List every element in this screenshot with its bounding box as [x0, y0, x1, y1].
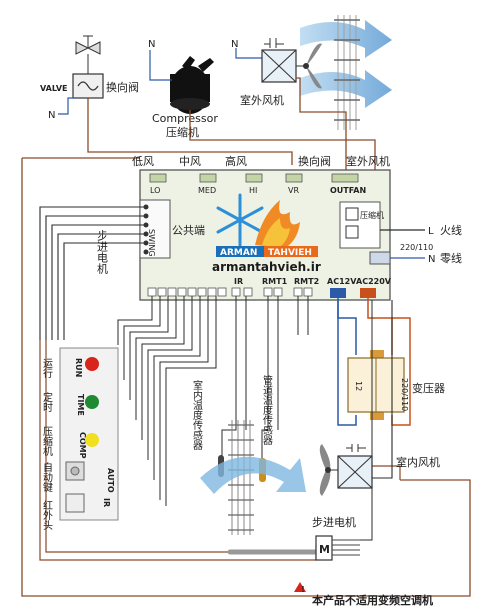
panel-auto: AUTO	[106, 468, 115, 493]
board-med: MED	[198, 186, 216, 195]
panel-run: RUN	[74, 358, 83, 377]
board-ir: IR	[234, 277, 243, 286]
outdoor-fan-neutral: N	[231, 39, 238, 50]
transformer-name: 变压器	[412, 381, 445, 395]
board-relay-label: 压缩机	[360, 210, 384, 220]
outdoor-fan-name: 室外风机	[240, 93, 284, 107]
power-neutral: N	[428, 254, 435, 265]
watermark-url: armantahvieh.ir	[212, 260, 321, 274]
room-sensor-label: 室内温度传感器	[191, 379, 203, 451]
top-wires	[21, 77, 471, 597]
panel-ir: IR	[102, 498, 111, 507]
power-live: L	[428, 226, 434, 237]
svg-text:!: !	[301, 585, 305, 594]
top-label-high: 高风	[225, 154, 247, 168]
panel-time: TIME	[76, 394, 85, 416]
board-rmt1: RMT1	[262, 277, 288, 286]
panel-wires	[117, 296, 309, 506]
board-swing: SWING	[147, 229, 156, 257]
indoor-airflow	[200, 420, 306, 535]
power-neutral-cn: 零线	[440, 251, 462, 265]
bottom-stepper: 步进电机 M	[227, 300, 373, 561]
watermark-logo: ARMAN TAHVIEH armantahvieh.ir	[212, 193, 321, 274]
board-hi: HI	[249, 186, 257, 195]
comp-led	[85, 433, 99, 447]
warning-icon	[294, 582, 306, 592]
run-led	[85, 357, 99, 371]
pipe-sensor-label: 管道温度传感器	[261, 374, 273, 446]
board-lo: LO	[150, 186, 160, 195]
power-voltage: 220/110	[400, 243, 433, 252]
board-outfan: OUTFAN	[330, 186, 366, 195]
status-panel: RUN 运行 TIME 定时 COMP 压缩机 AUTO 自动键 IR 红外头	[41, 347, 119, 531]
top-label-mid: 中风	[179, 155, 201, 168]
panel-comp-cn: 压缩机	[41, 426, 53, 457]
compressor-component: Compressor 压缩机 N	[148, 39, 218, 139]
valve-neutral: N	[48, 110, 55, 121]
stepper-bottom-mark: M	[319, 543, 330, 556]
stepper-bottom-name: 步进电机	[312, 515, 356, 529]
top-label-outfan: 室外风机	[346, 154, 390, 168]
panel-ir-cn: 红外头	[41, 499, 53, 531]
panel-run-cn: 运行	[41, 358, 53, 379]
top-label-low: 低风	[132, 155, 154, 168]
transformer-right-val: 220/110	[400, 378, 409, 411]
footer-warning: ! 本产品不适用变频空调机	[294, 582, 433, 607]
watermark-brand1: ARMAN	[220, 248, 257, 258]
valve-component: VALVE 换向阀 N	[40, 35, 139, 121]
board-vr: VR	[288, 186, 299, 195]
board-ac12v: AC12V	[327, 277, 357, 286]
compressor-name-en: Compressor	[152, 112, 218, 125]
indoor-fan-name: 室内风机	[396, 455, 440, 469]
valve-name: 换向阀	[106, 80, 139, 94]
panel-time-cn: 定时	[41, 391, 53, 412]
outdoor-fan-component: N 室外风机	[231, 38, 322, 107]
board-common: 公共端	[172, 224, 205, 237]
board-rmt2: RMT2	[294, 277, 319, 286]
panel-comp: COMP	[78, 432, 87, 459]
transformer-left-val: 12	[354, 381, 363, 391]
power-live-cn: 火线	[440, 223, 462, 237]
board-ac220v: AC220V	[356, 277, 392, 286]
ir-receiver	[65, 493, 85, 513]
power-input: L 火线 220/110 N 零线	[369, 223, 462, 265]
warning-text: 本产品不适用变频空调机	[312, 593, 433, 607]
time-led	[85, 395, 99, 409]
top-label-valve: 换向阀	[298, 154, 331, 168]
transformer: 12 220/110 变压器	[337, 298, 445, 426]
control-board: LO MED HI VR OUTFAN SWING 公共端 压缩机 IR RMT…	[139, 169, 392, 301]
compressor-name-cn: 压缩机	[166, 125, 199, 139]
valve-tag: VALVE	[40, 84, 68, 93]
stepper-left-label: 步进电机	[96, 230, 109, 274]
compressor-neutral: N	[148, 39, 155, 50]
stepper-wires	[39, 206, 144, 340]
outdoor-airflow	[300, 15, 392, 130]
watermark-brand2: TAHVIEH	[268, 248, 312, 258]
panel-auto-cn: 自动键	[41, 461, 53, 493]
